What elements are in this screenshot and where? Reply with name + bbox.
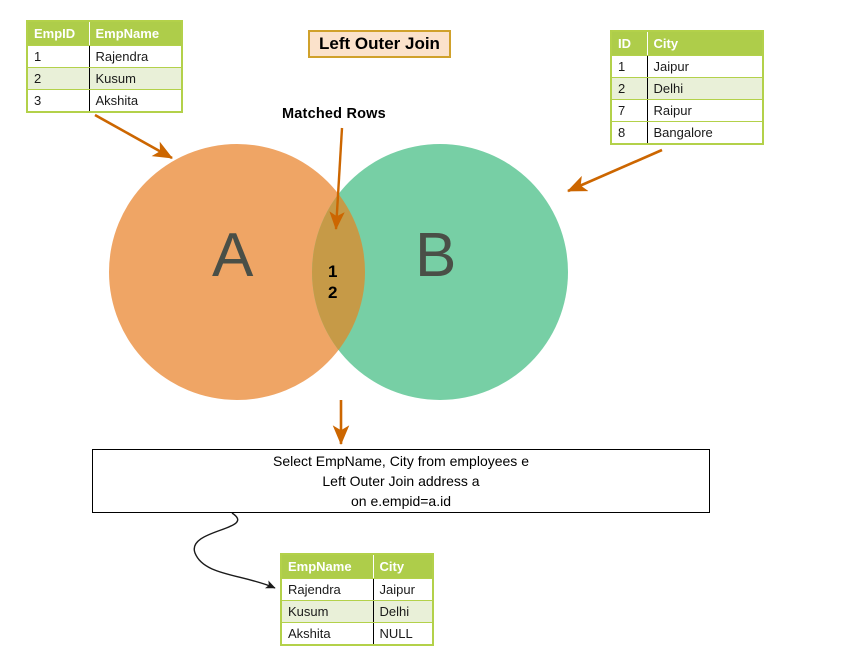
arrow-query-to-result [193,512,276,589]
table-cell: 2 [611,77,648,100]
column-header-empid: EmpID [27,21,90,46]
arrow-address-to-circle-b [567,148,663,193]
venn-circle-a [109,144,365,400]
page-title: Left Outer Join [308,30,451,58]
table-cell: Kusum [89,67,182,90]
table-cell: Rajendra [89,45,182,68]
table-cell: 7 [611,99,648,122]
column-header-empname: EmpName [89,21,182,46]
intersection-values: 1 2 [328,261,337,304]
table-cell: 2 [27,67,90,90]
arrow-matched-rows-to-intersection [329,127,345,230]
column-header-empname: EmpName [281,554,374,579]
table-cell: Raipur [647,99,763,122]
table-cell: Akshita [89,89,182,112]
table-cell: Kusum [281,600,374,623]
query-line-2: Left Outer Join address a [322,472,480,489]
sql-query-box: Select EmpName, City from employees e Le… [92,449,710,513]
table-cell: 1 [27,45,90,68]
table-cell: 8 [611,121,648,144]
column-header-city: City [373,554,433,579]
table-cell: Jaipur [373,578,433,601]
intersection-value-1: 1 [328,262,338,281]
venn-label-b: B [415,221,457,290]
table-cell: Akshita [281,622,374,645]
table-cell: Jaipur [647,55,763,78]
table-cell: Delhi [373,600,433,623]
table-cell: Rajendra [281,578,374,601]
venn-label-a: A [212,221,254,290]
table-cell: 1 [611,55,648,78]
table-cell: NULL [373,622,433,645]
table-cell: Delhi [647,77,763,100]
query-line-1: Select EmpName, City from employees e [273,452,529,469]
venn-circle-b [312,144,568,400]
arrow-employees-to-circle-a [94,113,173,160]
table-cell: 3 [27,89,90,112]
column-header-id: ID [611,31,648,56]
query-line-3: on e.empid=a.id [350,493,452,510]
column-header-city: City [647,31,763,56]
matched-rows-label: Matched Rows [282,106,386,122]
intersection-value-2: 2 [328,283,338,303]
table-cell: Bangalore [647,121,763,144]
